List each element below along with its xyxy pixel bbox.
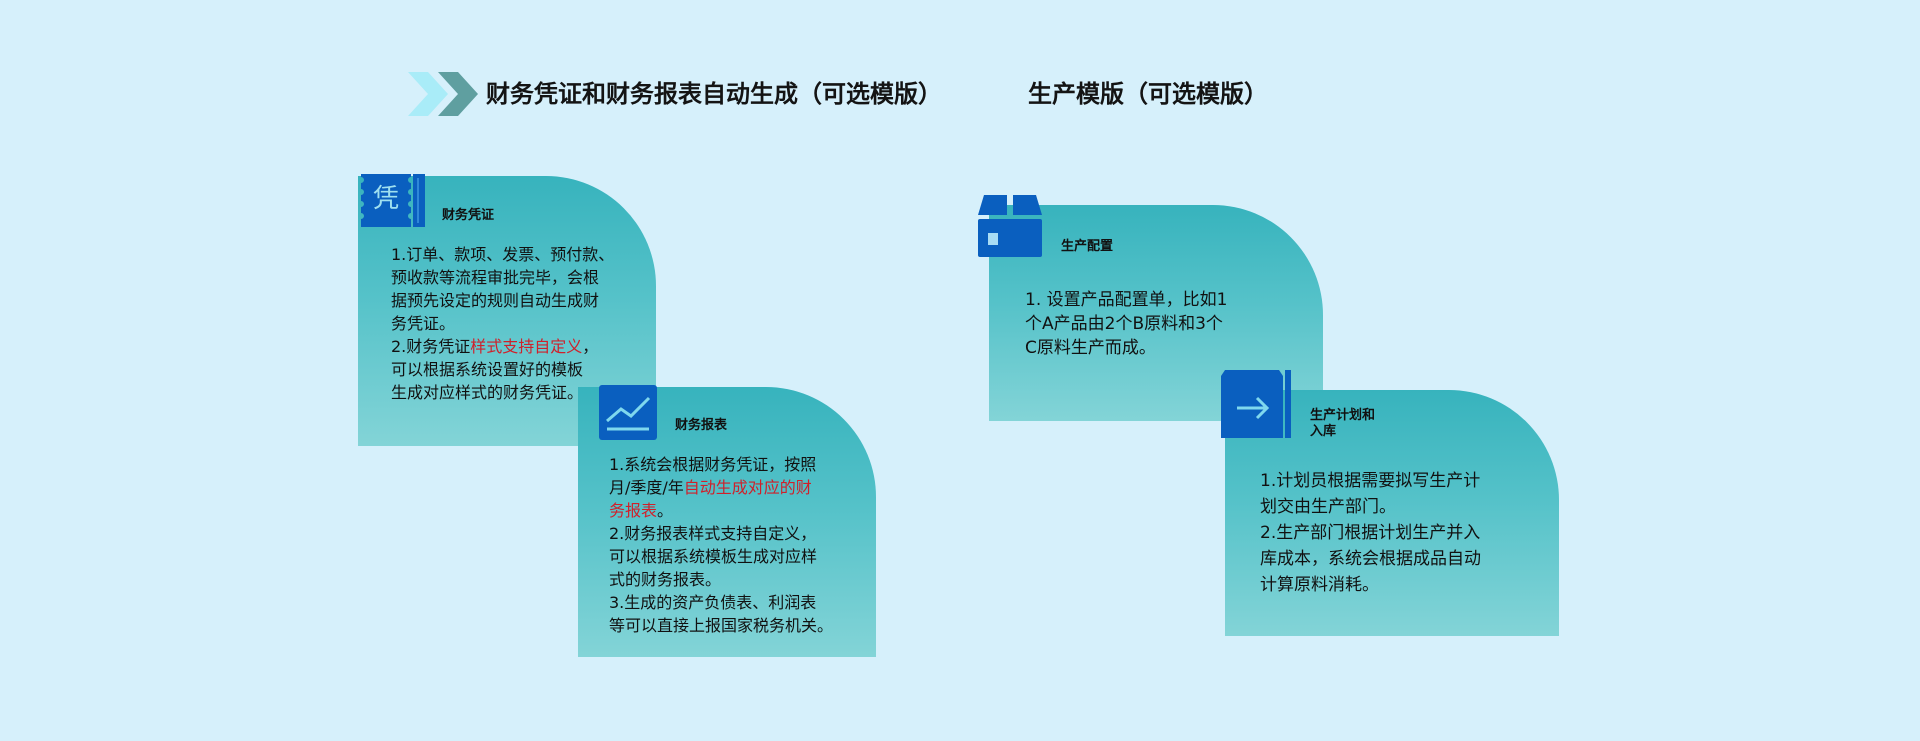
text-segment: 据预先设定的规则自动生成财: [391, 291, 600, 310]
text-line: 等可以直接上报国家税务机关。: [609, 614, 833, 637]
text-line: 务凭证。: [391, 312, 614, 335]
text-segment: 可以根据系统设置好的模板: [391, 360, 584, 379]
highlight-text: 务报表: [609, 501, 658, 520]
text-line: 划交由生产部门。: [1260, 494, 1481, 520]
box-icon: [978, 195, 1042, 257]
card-label-plan: 生产计划和 入库: [1310, 408, 1375, 440]
text-line: 3.生成的资产负债表、利润表: [609, 591, 833, 614]
text-line: 可以根据系统设置好的模板: [391, 358, 614, 381]
text-line: 计算原料消耗。: [1260, 572, 1481, 598]
text-segment: 1.订单、款项、发票、预付款、: [391, 245, 615, 264]
text-segment: 1. 设置产品配置单，比如1: [1025, 290, 1228, 310]
card-label-config: 生产配置: [1061, 239, 1114, 254]
text-line: 库成本，系统会根据成品自动: [1260, 546, 1481, 572]
text-segment: ，: [582, 337, 599, 356]
text-line: 2.财务报表样式支持自定义，: [609, 522, 833, 545]
text-segment: 可以根据系统模板生成对应样: [609, 547, 818, 566]
text-segment: 务凭证。: [391, 314, 456, 333]
text-segment: 个A产品由2个B原料和3个: [1025, 314, 1223, 334]
text-line: 1.订单、款项、发票、预付款、: [391, 243, 614, 266]
text-segment: 2.生产部门根据计划生产并入: [1260, 523, 1481, 543]
page-title-finance: 财务凭证和财务报表自动生成（可选模版）: [486, 80, 942, 108]
card-label-report: 财务报表: [675, 418, 728, 433]
text-segment: 。: [657, 501, 674, 520]
text-line: 1. 设置产品配置单，比如1: [1025, 288, 1227, 312]
text-line: 月/季度/年自动生成对应的财: [609, 476, 833, 499]
card-label-plan-line1: 生产计划和: [1310, 408, 1376, 423]
text-segment: 式的财务报表。: [609, 570, 722, 589]
card-label-plan-line2: 入库: [1310, 424, 1337, 439]
text-line: 可以根据系统模板生成对应样: [609, 545, 833, 568]
text-line: 2.财务凭证样式支持自定义，: [391, 335, 614, 358]
text-line: 个A产品由2个B原料和3个: [1025, 312, 1227, 336]
text-segment: 计算原料消耗。: [1260, 575, 1379, 595]
text-segment: 月/季度/年: [609, 478, 684, 497]
chevron-arrows-icon: [408, 72, 478, 116]
voucher-icon-glyph: 凭: [373, 184, 400, 214]
text-line: 式的财务报表。: [609, 568, 833, 591]
card-text-plan: 1.计划员根据需要拟写生产计划交由生产部门。 2.生产部门根据计划生产并入库成本，…: [1260, 468, 1481, 598]
text-line: 务报表。: [609, 499, 833, 522]
text-line: 1.计划员根据需要拟写生产计: [1260, 468, 1481, 494]
card-text-config: 1. 设置产品配置单，比如1 个A产品由2个B原料和3个 C原料生产而成。: [1025, 288, 1227, 360]
text-line: 1.系统会根据财务凭证，按照: [609, 453, 833, 476]
text-line: C原料生产而成。: [1025, 336, 1227, 360]
text-segment: 等可以直接上报国家税务机关。: [609, 616, 834, 635]
text-line: 2.生产部门根据计划生产并入: [1260, 520, 1481, 546]
highlight-text: 样式支持自定义: [470, 337, 583, 356]
card-label-voucher: 财务凭证: [442, 208, 495, 223]
line-chart-icon: [599, 385, 657, 440]
text-line: 预收款等流程审批完毕，会根: [391, 266, 614, 289]
text-segment: 生成对应样式的财务凭证。: [391, 383, 584, 402]
text-segment: 划交由生产部门。: [1260, 497, 1396, 517]
text-segment: 预收款等流程审批完毕，会根: [391, 268, 600, 287]
arrow-in-box-icon: [1221, 370, 1291, 438]
text-segment: 2.财务报表样式支持自定义，: [609, 524, 817, 543]
card-text-voucher: 1.订单、款项、发票、预付款、预收款等流程审批完毕，会根据预先设定的规则自动生成…: [391, 243, 614, 404]
text-segment: 2.财务凭证: [391, 337, 471, 356]
text-line: 生成对应样式的财务凭证。: [391, 381, 614, 404]
page-title-production: 生产模版（可选模版）: [1028, 80, 1268, 108]
text-line: 据预先设定的规则自动生成财: [391, 289, 614, 312]
voucher-ticket-icon: 凭: [357, 174, 425, 227]
text-segment: 库成本，系统会根据成品自动: [1260, 549, 1481, 569]
card-text-report: 1.系统会根据财务凭证，按照月/季度/年自动生成对应的财务报表。2.财务报表样式…: [609, 453, 833, 637]
text-segment: C原料生产而成。: [1025, 338, 1156, 358]
highlight-text: 自动生成对应的财: [683, 478, 812, 497]
text-segment: 3.生成的资产负债表、利润表: [609, 593, 817, 612]
text-segment: 1.系统会根据财务凭证，按照: [609, 455, 817, 474]
text-segment: 1.计划员根据需要拟写生产计: [1260, 471, 1481, 491]
